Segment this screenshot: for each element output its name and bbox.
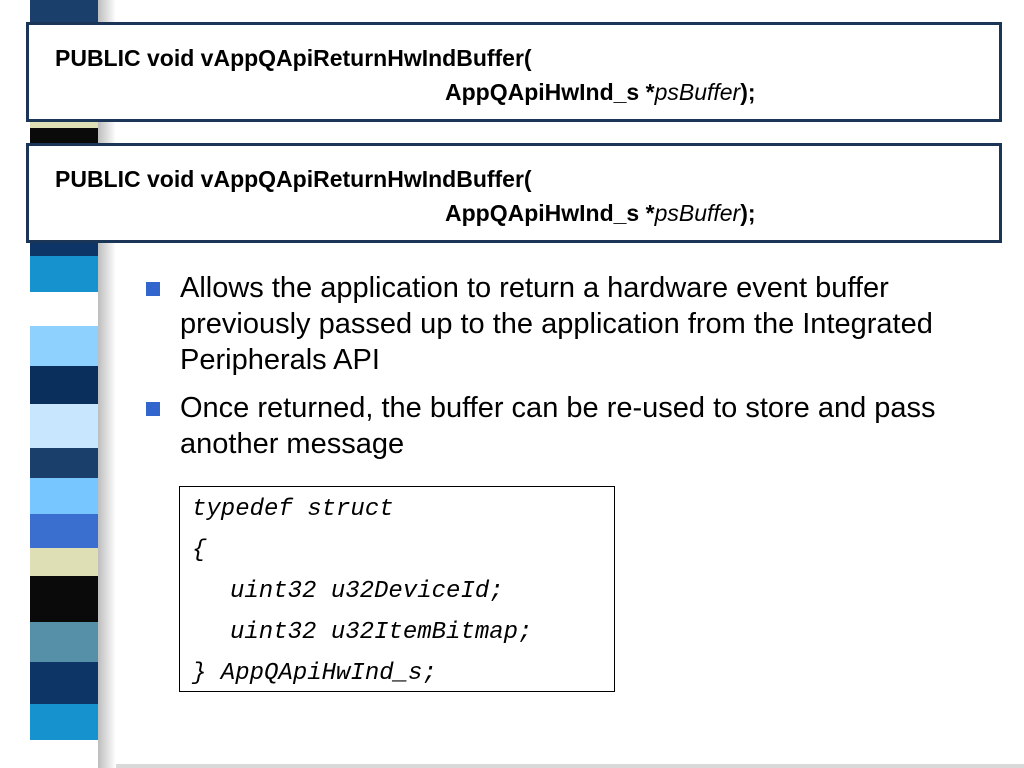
code-line: uint32 u32ItemBitmap; bbox=[230, 619, 533, 646]
square-bullet-icon bbox=[146, 282, 160, 296]
stripe-segment bbox=[30, 514, 98, 548]
param-name: psBuffer bbox=[654, 79, 741, 105]
signature-end: ); bbox=[740, 79, 756, 105]
stripe-segment bbox=[30, 326, 98, 366]
code-line: typedef struct bbox=[192, 496, 394, 523]
function-signature-box: PUBLIC void vAppQApiReturnHwIndBuffer( A… bbox=[26, 143, 1002, 243]
stripe-segment bbox=[30, 740, 98, 768]
bullet-text: Once returned, the buffer can be re-used… bbox=[180, 392, 936, 460]
code-line: } AppQApiHwInd_s; bbox=[192, 660, 437, 687]
param-type: AppQApiHwInd_s * bbox=[445, 79, 655, 105]
square-bullet-icon bbox=[146, 402, 160, 416]
bullet-text: Allows the application to return a hardw… bbox=[180, 272, 933, 376]
struct-code-box: typedef struct { uint32 u32DeviceId; uin… bbox=[179, 486, 615, 692]
bottom-divider bbox=[116, 764, 1024, 768]
stripe-segment bbox=[30, 622, 98, 662]
stripe-segment bbox=[30, 366, 98, 404]
signature-line-1: PUBLIC void vAppQApiReturnHwIndBuffer( bbox=[55, 45, 532, 71]
function-signature-box: PUBLIC void vAppQApiReturnHwIndBuffer( A… bbox=[26, 22, 1002, 122]
bullet-item: Allows the application to return a hardw… bbox=[146, 270, 1006, 378]
stripe-segment bbox=[30, 576, 98, 622]
bullet-item: Once returned, the buffer can be re-used… bbox=[146, 390, 1006, 462]
signature-line-2: AppQApiHwInd_s *psBuffer); bbox=[445, 200, 756, 227]
signature-line-1: PUBLIC void vAppQApiReturnHwIndBuffer( bbox=[55, 166, 532, 192]
signature-line-2: AppQApiHwInd_s *psBuffer); bbox=[445, 79, 756, 106]
param-name: psBuffer bbox=[654, 200, 741, 226]
stripe-segment bbox=[30, 548, 98, 576]
stripe-segment bbox=[30, 404, 98, 448]
bullet-list: Allows the application to return a hardw… bbox=[146, 270, 1006, 474]
param-type: AppQApiHwInd_s * bbox=[445, 200, 655, 226]
stripe-segment bbox=[30, 704, 98, 740]
stripe-segment bbox=[30, 256, 98, 292]
signature-end: ); bbox=[740, 200, 756, 226]
stripe-segment bbox=[30, 662, 98, 704]
stripe-segment bbox=[30, 478, 98, 514]
stripe-segment bbox=[30, 292, 98, 326]
stripe-segment bbox=[30, 448, 98, 478]
code-line: uint32 u32DeviceId; bbox=[230, 578, 504, 605]
code-line: { bbox=[192, 537, 207, 564]
